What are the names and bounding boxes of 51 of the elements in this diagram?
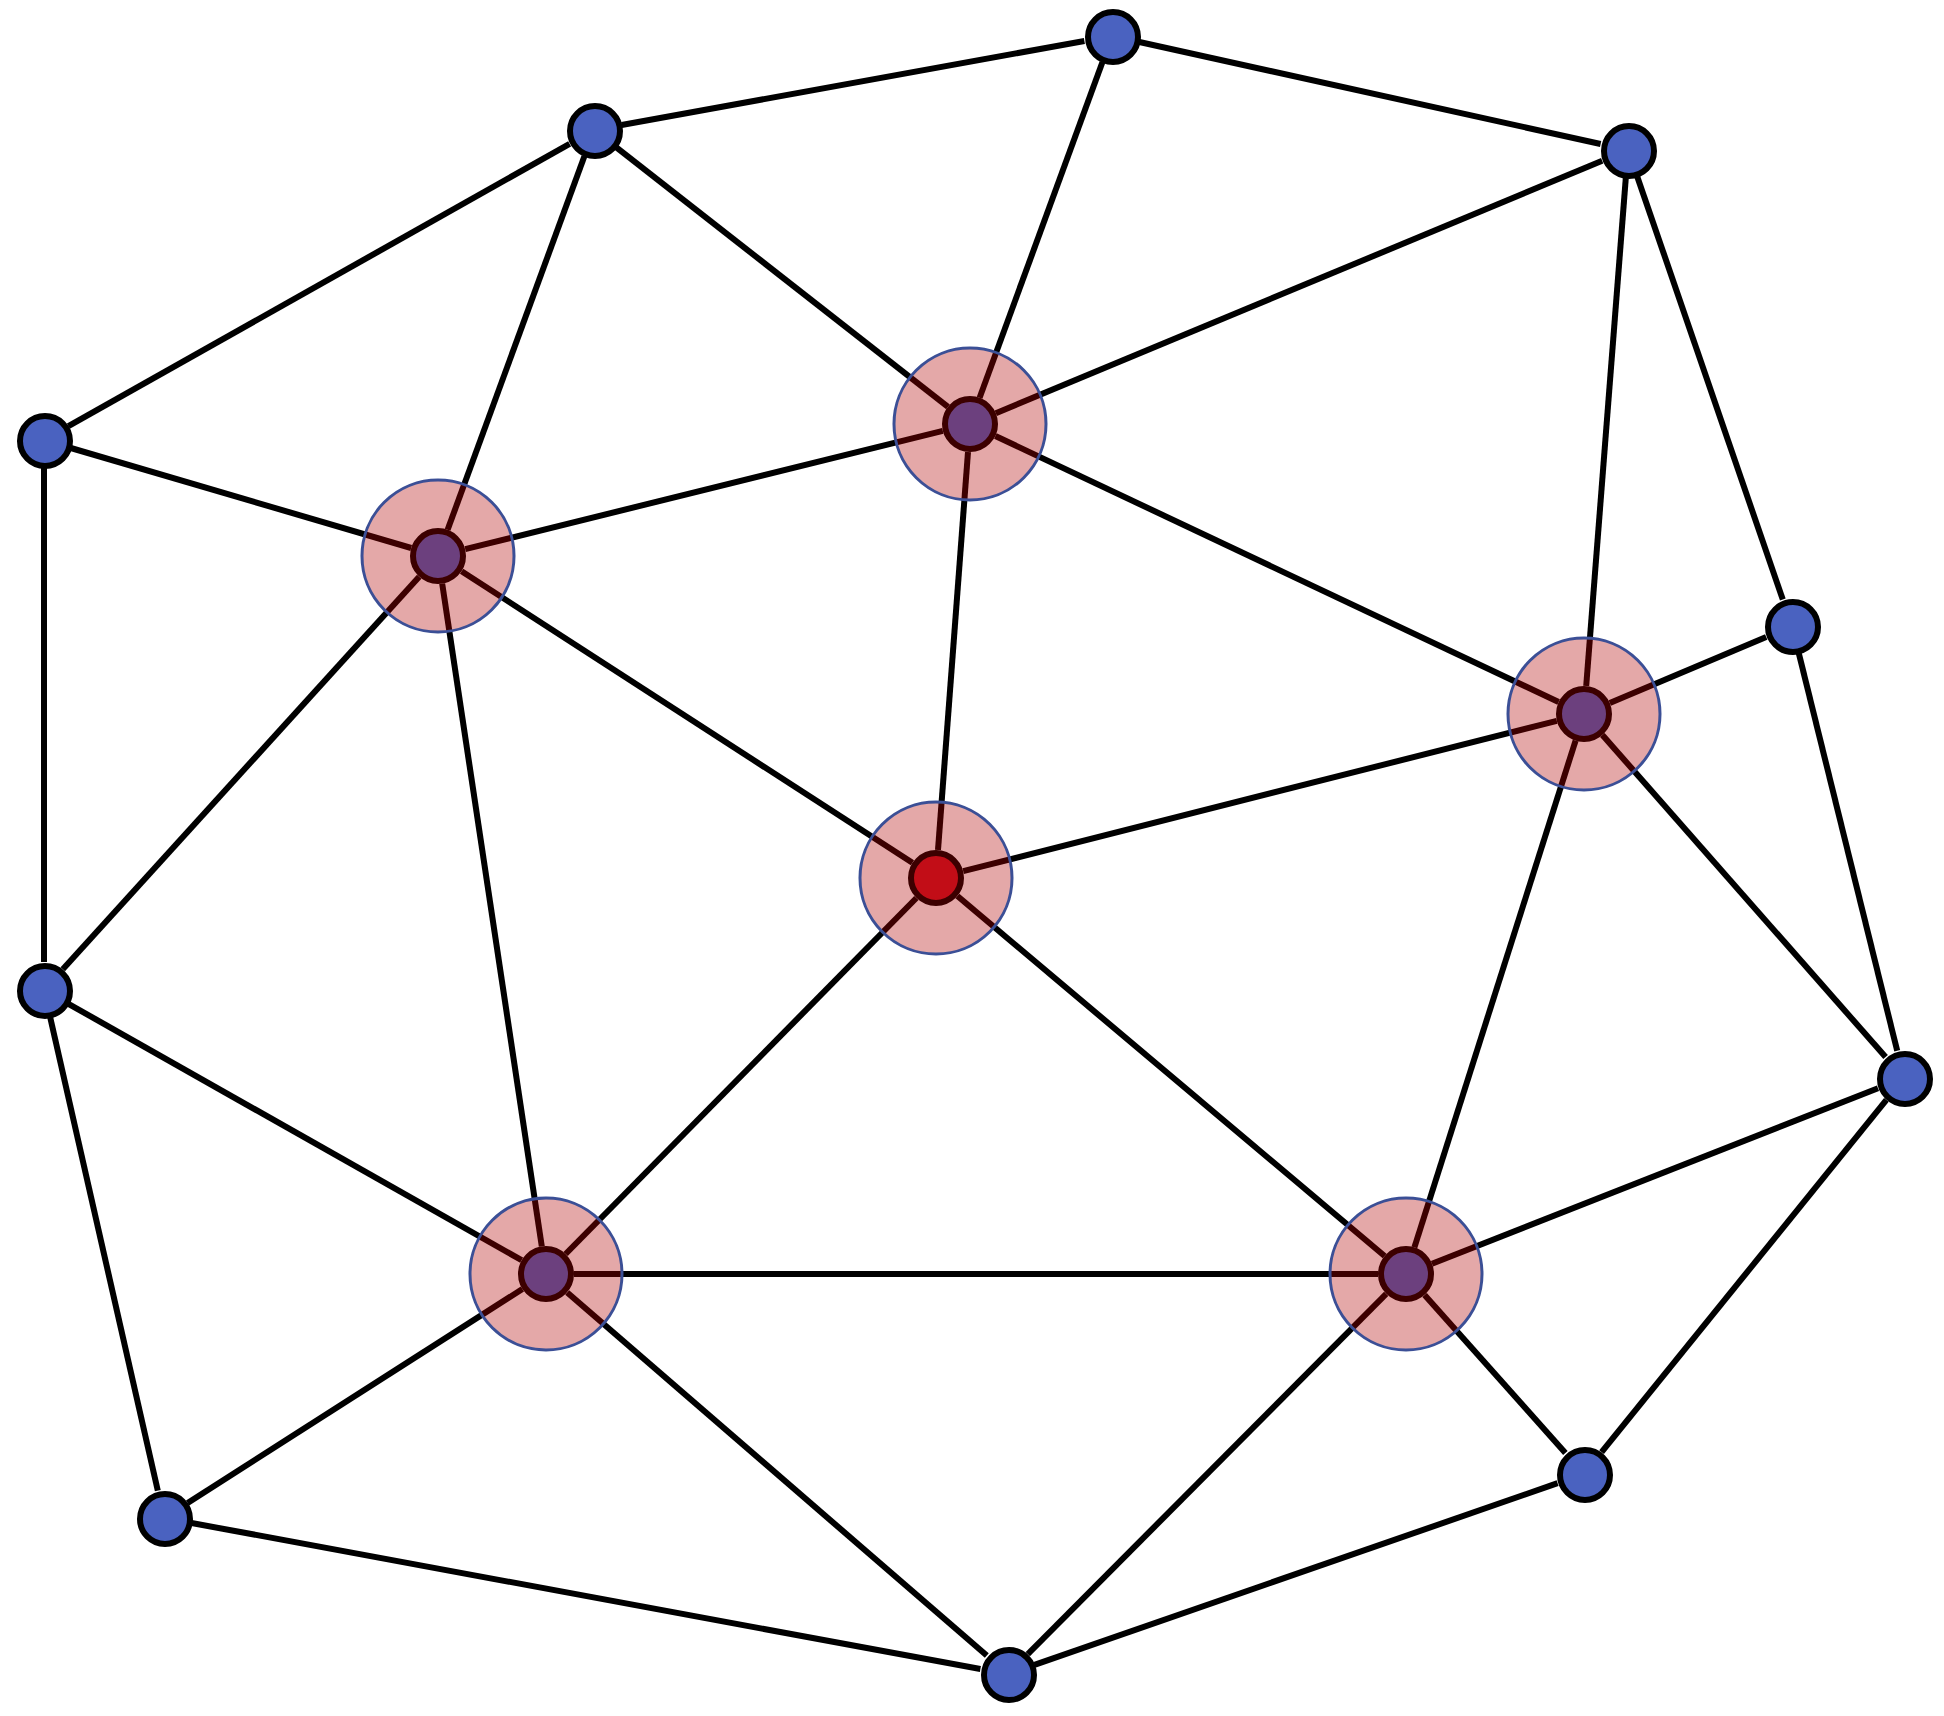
connector-line [1411,739,1579,1249]
graph-node [15,961,73,1019]
highlighted-node [468,1196,624,1352]
graph-node [1083,7,1141,65]
connector-line [1599,1097,1889,1455]
connector-line [1795,652,1901,1052]
connector-line [459,568,915,866]
connector-line [1138,39,1602,147]
connector-line [1583,177,1629,687]
connector-line [935,451,971,851]
connector-line [69,445,413,551]
connector-line [444,155,588,531]
connector-line [1422,1293,1568,1455]
graph-node [979,1645,1037,1703]
connector-line [1634,175,1786,601]
highlighted-node [858,800,1014,956]
graph-node [15,411,73,469]
connector-line [191,1520,981,1672]
graph-node [565,101,623,159]
highlighted-node [360,478,516,634]
graph-node [135,1489,193,1547]
connector-line [565,1290,989,1658]
connector-line [47,1016,161,1492]
graph-node [1763,597,1821,655]
connector-line [1025,1291,1389,1657]
connector-line [614,144,950,410]
connector-line [60,574,422,972]
highlighted-node [1328,1196,1484,1352]
connector-line [1608,634,1768,706]
connector-line [563,895,919,1257]
connector-line [66,1001,524,1263]
connector-line [66,141,572,429]
connector-line [1430,1085,1880,1267]
connector-line [574,1271,1378,1277]
connector-line [186,1286,524,1506]
connector-line [439,583,545,1247]
highlighted-node [1506,636,1662,792]
graph-node [1555,1445,1613,1503]
highlighted-node [892,346,1048,502]
connector-line [962,717,1558,875]
connector-line [955,893,1387,1259]
graph-node [1599,121,1657,179]
connector-line [41,468,47,962]
connector-line [1033,1480,1559,1668]
connector-line [1600,733,1888,1059]
graph-node [1875,1049,1933,1107]
connector-line [621,38,1085,128]
connector-line [994,158,1604,416]
connector-line [464,427,944,553]
connector-line [994,433,1560,705]
connector-line [976,61,1106,399]
